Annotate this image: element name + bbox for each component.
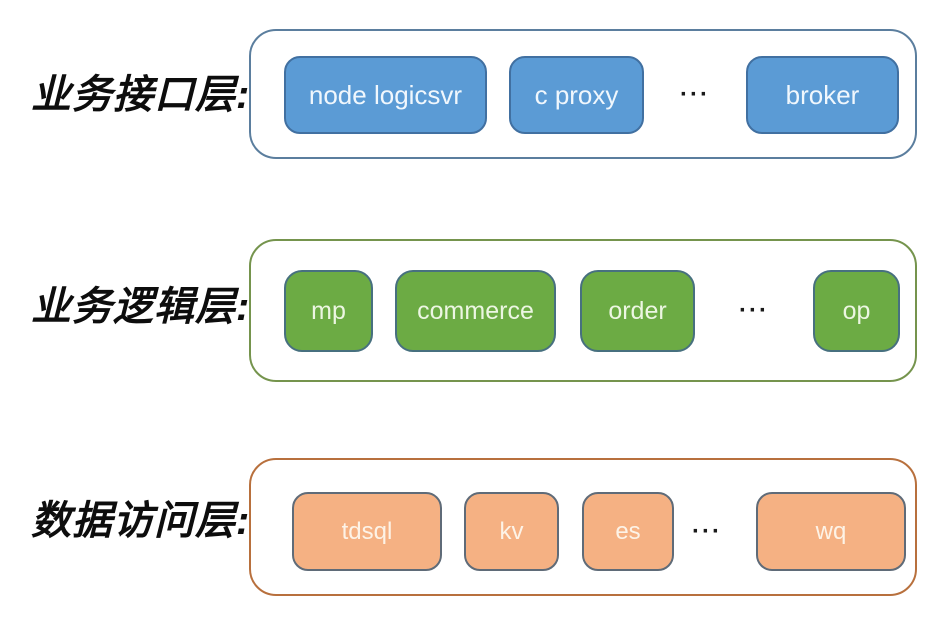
box-kv: kv [464, 492, 559, 571]
ellipsis-indicator: ··· [739, 297, 769, 324]
ellipsis-indicator: ··· [680, 81, 710, 108]
box-op: op [813, 270, 900, 352]
box-es: es [582, 492, 674, 571]
layer-label-data-access: 数据访问层: [31, 499, 251, 543]
box-broker: broker [746, 56, 899, 134]
box-node-logicsvr: node logicsvr [284, 56, 487, 134]
box-order: order [580, 270, 695, 352]
box-c-proxy: c proxy [509, 56, 644, 134]
box-wq: wq [756, 492, 906, 571]
box-mp: mp [284, 270, 373, 352]
ellipsis-indicator: ··· [692, 517, 722, 545]
layer-label-logic: 业务逻辑层: [31, 285, 251, 329]
data-access-layer-group: tdsql kv es ··· wq [249, 458, 917, 596]
interface-layer-group: node logicsvr c proxy ··· broker [249, 29, 917, 159]
logic-layer-group: mp commerce order ··· op [249, 239, 917, 382]
box-commerce: commerce [395, 270, 556, 352]
box-tdsql: tdsql [292, 492, 442, 571]
layer-label-interface: 业务接口层: [31, 73, 251, 117]
